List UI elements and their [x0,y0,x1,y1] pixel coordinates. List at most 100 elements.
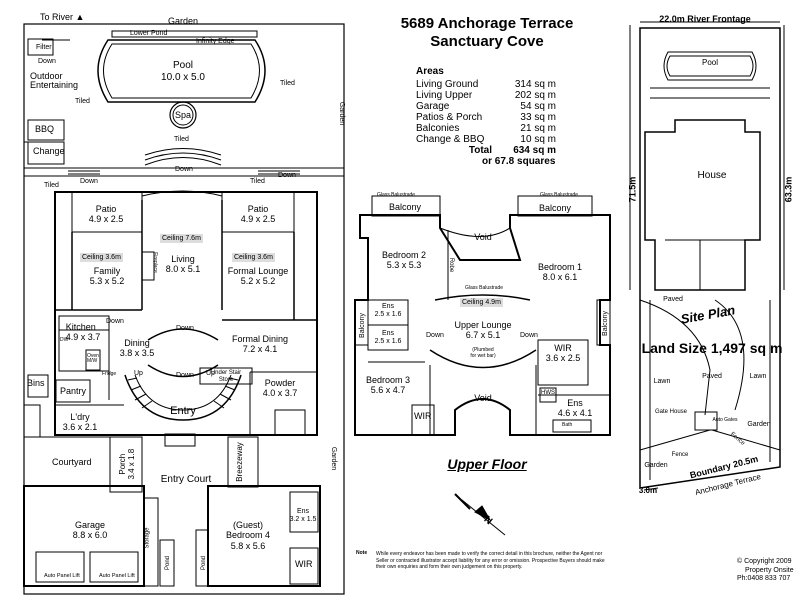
upper-down-2: Down [520,332,538,339]
down-label-6: Down [176,325,194,332]
fireplace-label: Fireplace [151,252,158,273]
pool-label: Pool 10.0 x 5.0 [161,60,205,83]
tiled-label-2: Tiled [280,80,295,87]
storage-label: Storage [144,527,151,549]
up-label-1: Up [134,370,143,377]
site-garden-right-label: Garden [747,421,771,428]
down-label-7: Down [176,372,194,379]
entry-court-label: Entry Court [160,474,212,485]
dining-label: Dining 3.8 x 3.5 [119,338,155,359]
infinity-edge-label: Infinity Edge [196,38,235,45]
paved-mid-label: Paved [702,373,722,380]
ceiling-living-tag: Ceiling 7.6m [160,234,203,243]
address-title: 5689 Anchorage Terrace [400,15,574,32]
tiled-label-3: Tiled [174,136,189,143]
powder-label: Powder 4.0 x 3.7 [262,378,298,399]
copyright-line-2: Property Onsite [745,566,794,574]
areas-title: Areas [416,66,444,77]
laundry-label: L'dry 3.6 x 2.1 [62,412,98,433]
down-label-4: Down [278,172,296,179]
patio-right-label: Patio 4.9 x 2.5 [240,204,276,225]
robe-label: Robe [448,257,455,273]
dw-label: DW [60,337,69,343]
ens1-label: Ens 4.6 x 4.1 [557,398,593,419]
lawn-right-label: Lawn [749,373,767,380]
formal-dining-label: Formal Dining 7.2 x 4.1 [231,334,289,355]
dim-left-label: 71.5m [627,176,638,203]
upper-floor-title: Upper Floor [447,456,527,472]
patio-left-label: Patio 4.9 x 2.5 [88,204,124,225]
up-label-2: Up [206,370,215,377]
balcony-side-left-label: Balcony [358,313,366,338]
three-m-label: 3.0m [638,486,658,495]
tiled-label-4: Tiled [44,182,59,189]
plumbed-label: (Plumbed for wet bar) [470,347,496,359]
site-garden-left-label: Garden [644,462,668,469]
note-text: While every endeavor has been made to ve… [376,551,605,570]
auto-gates-label: Auto Gates [712,417,738,423]
balcony-right-label: Balcony [538,203,572,213]
garden-top-label: Garden [168,16,199,26]
hws-label: HWS [541,390,555,396]
kitchen-label: Kitchen 4.9 x 3.7 [65,322,101,343]
suburb-title: Sanctuary Cove [430,33,544,50]
oven-label: Oven M/W [87,353,99,364]
site-pool-label: Pool [701,58,719,67]
outdoor-entertaining-label: Outdoor Entertaining [30,71,79,90]
pond-label: Pond [165,555,172,571]
ens-a-label: Ens 2.5 x 1.6 [374,303,402,319]
garden-right-label: Garden [338,101,346,126]
entry-label: Entry [170,405,196,417]
fence-left-label: Fence [671,452,689,458]
wir1-label: WIR 3.6 x 2.5 [545,343,581,364]
land-size-label: Land Size 1,497 sq m [641,340,783,356]
breezeway-label: Breezeway [234,442,244,482]
wir4-label: WIR [295,559,313,569]
filter-label: Filter [36,44,52,51]
garage-label: Garage 8.8 x 6.0 [72,520,108,541]
family-label: Family 5.3 x 5.2 [89,266,125,287]
down-label-5: Down [106,318,124,325]
upper-down-1: Down [426,332,444,339]
down-label-1: Down [38,58,56,65]
copyright-line-1: © Copyright 2009 [737,558,792,565]
balcony-left-label: Balcony [388,202,422,212]
note-label: Note [356,550,368,556]
wir3-label: WIR [414,411,432,421]
ceiling-family-tag: Ceiling 3.6m [80,253,123,262]
ens-b-label: Ens 2.5 x 1.6 [374,330,402,346]
fridge-label: Fridge [102,371,117,377]
bins-label: Bins [27,378,45,388]
auto-lift-2-label: Auto Panel Lift [99,573,135,579]
bedroom1-label: Bedroom 1 8.0 x 6.1 [537,262,583,283]
bedroom2-label: Bedroom 2 5.3 x 5.3 [381,250,427,271]
pantry-label: Pantry [60,386,87,396]
lawn-left-label: Lawn [653,378,671,385]
tiled-label-5: Tiled [250,178,265,185]
frontage-label: 22.0m River Frontage [659,14,751,24]
auto-lift-1-label: Auto Panel Lift [44,573,80,579]
down-label-3: Down [80,178,98,185]
guest-bedroom-label: (Guest) Bedroom 4 5.8 x 5.6 [225,520,271,551]
tiled-label-1: Tiled [75,98,90,105]
void-bottom-label: Void [474,393,492,403]
living-label: Living 8.0 x 5.1 [165,254,201,275]
ens4-label: Ens 3.2 x 1.5 [289,508,317,524]
glass-mid-label: Glass Balustrade [465,285,504,291]
ceiling-upper-tag: Ceiling 4.9m [460,298,503,307]
garden-side-label: Garden [330,446,338,471]
glass-left-label: Glass Balustrade [377,192,416,198]
bath-label: Bath [562,422,573,428]
paved-top-label: Paved [663,296,683,303]
ceiling-lounge-tag: Ceiling 3.6m [232,253,275,262]
gate-house-label: Gate House [654,409,688,415]
site-house-label: House [697,170,727,181]
porch-label: Porch 3.4 x 1.8 [117,448,136,480]
upper-lounge-label: Upper Lounge 6.7 x 5.1 [454,320,512,341]
